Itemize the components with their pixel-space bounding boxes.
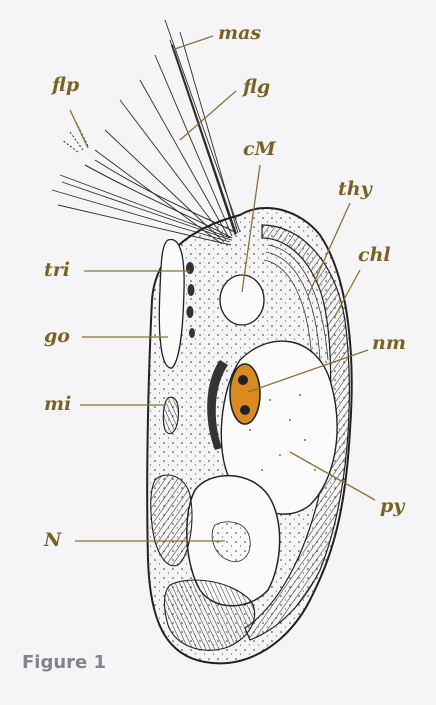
chloroplast-lower-lobe-1	[150, 474, 193, 567]
leader-nm	[247, 349, 369, 393]
corps-de-maupas	[219, 274, 265, 326]
nucleomorph	[229, 363, 261, 425]
label-py: py	[380, 495, 405, 517]
chloroplast-lower-lobe-2	[163, 579, 256, 651]
label-flg: flg	[243, 76, 271, 98]
nucleomorph-nucleolus-1	[238, 375, 248, 385]
nucleomorph-nucleolus-2	[240, 405, 250, 415]
chloroplast	[244, 224, 350, 641]
label-flp: flp	[52, 74, 80, 96]
label-cM: cM	[243, 138, 276, 160]
label-thy: thy	[338, 178, 372, 200]
leader-chl	[333, 269, 361, 319]
leader-flp	[69, 109, 89, 149]
trichocysts	[186, 262, 195, 338]
label-tri: tri	[44, 259, 71, 281]
leader-py	[289, 451, 376, 501]
nucleolus	[211, 521, 251, 563]
mitochondrion	[162, 396, 180, 435]
label-mas: mas	[218, 22, 262, 44]
label-nm: nm	[372, 332, 406, 354]
label-N: N	[44, 529, 62, 551]
pyrenoid-dots	[249, 394, 316, 471]
mastigonemes-mas	[94, 19, 241, 245]
label-go: go	[44, 325, 70, 347]
leader-thy	[307, 202, 351, 297]
label-mi: mi	[44, 393, 72, 415]
periplastid-band	[207, 360, 228, 450]
leader-mas	[171, 35, 214, 51]
thylakoids	[263, 244, 329, 361]
label-chl: chl	[358, 244, 391, 266]
leader-cM	[241, 164, 261, 293]
leader-flg	[179, 90, 237, 141]
figure-caption: Figure 1	[22, 652, 107, 673]
